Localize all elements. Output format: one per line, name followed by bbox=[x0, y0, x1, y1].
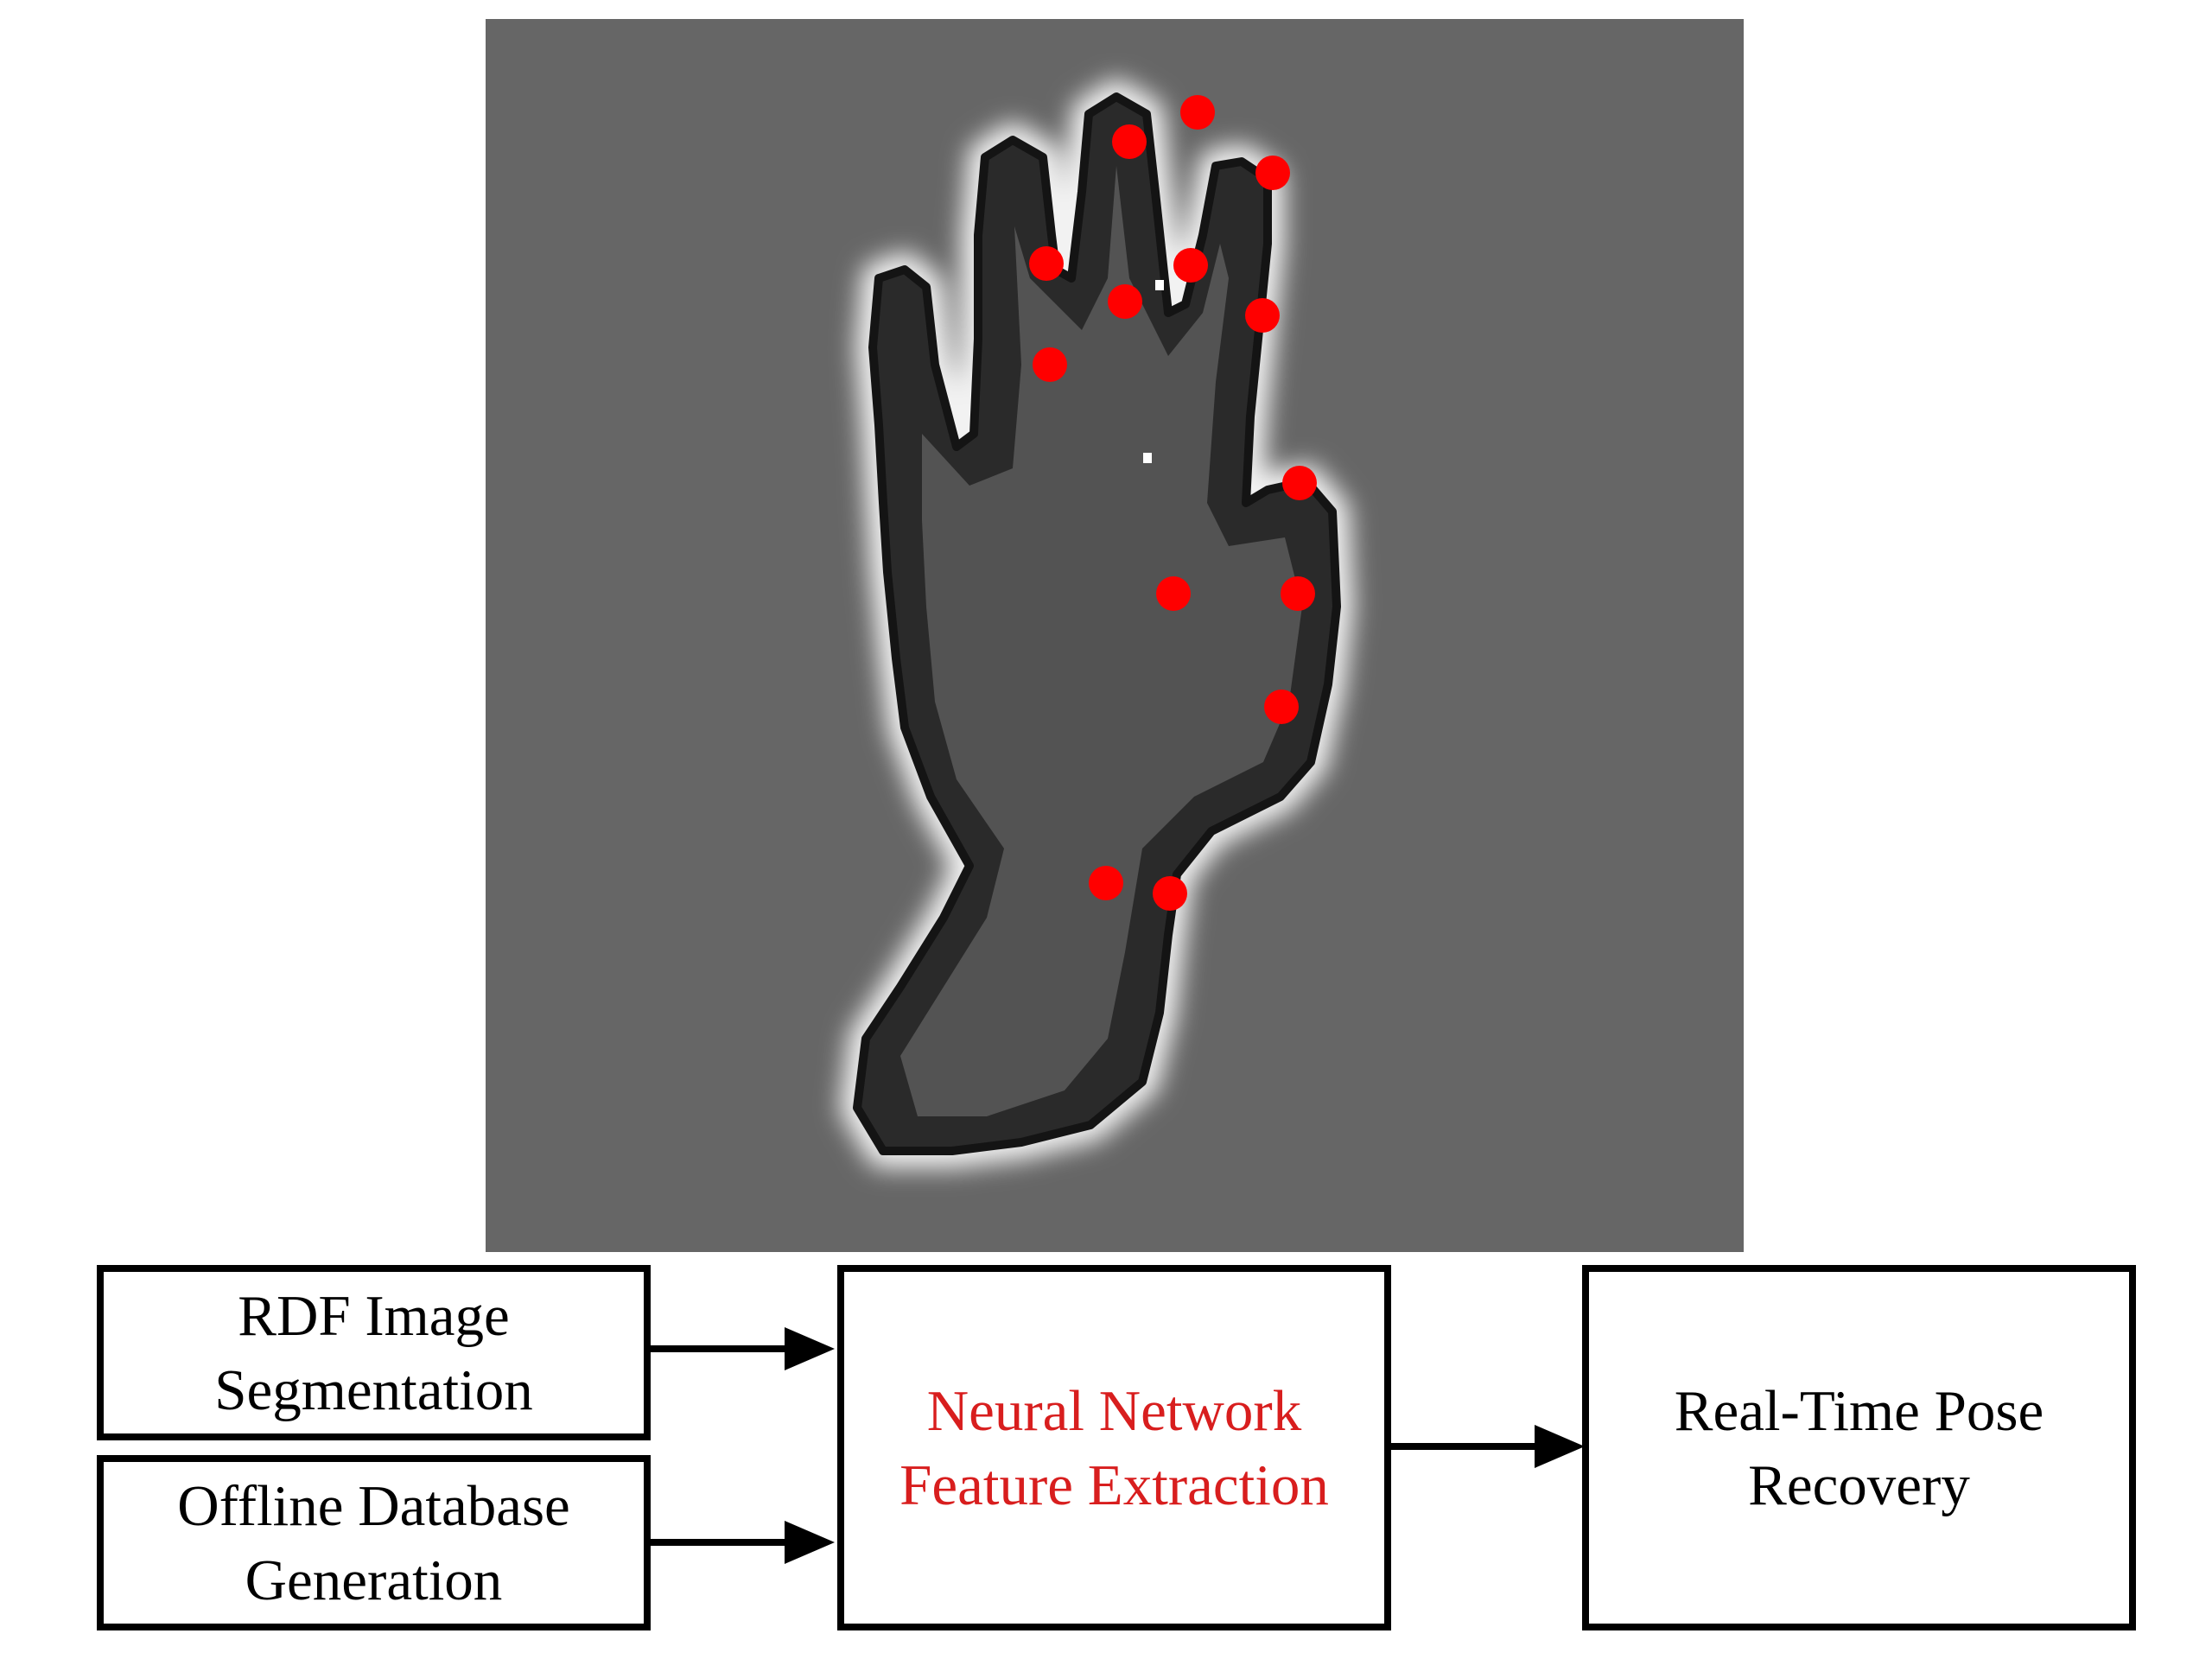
keypoint bbox=[1282, 466, 1317, 500]
keypoint bbox=[1089, 866, 1123, 900]
arrow-segmentation-to-features bbox=[646, 1327, 835, 1370]
database-box: Offline Database Generation bbox=[97, 1455, 651, 1630]
database-label: Offline Database Generation bbox=[177, 1473, 570, 1612]
noise-speck bbox=[1143, 453, 1152, 463]
hand-keypoints bbox=[1029, 95, 1317, 911]
pose-label: Real-Time Pose Recovery bbox=[1674, 1378, 2044, 1517]
keypoint bbox=[1255, 156, 1290, 190]
keypoint bbox=[1264, 690, 1299, 724]
keypoint bbox=[1033, 347, 1067, 382]
hand-depth-svg bbox=[840, 79, 1354, 1168]
segmentation-label: RDF Image Segmentation bbox=[214, 1283, 533, 1422]
keypoint bbox=[1180, 95, 1215, 130]
hand-depth-image bbox=[486, 19, 1744, 1252]
keypoint bbox=[1245, 298, 1280, 333]
keypoint bbox=[1108, 284, 1142, 319]
pose-box: Real-Time Pose Recovery bbox=[1582, 1265, 2136, 1630]
keypoint bbox=[1173, 248, 1208, 283]
arrow-features-to-pose bbox=[1387, 1425, 1585, 1468]
keypoint bbox=[1153, 876, 1187, 911]
hand-body bbox=[853, 92, 1341, 1155]
noise-speck bbox=[1155, 280, 1164, 290]
segmentation-box: RDF Image Segmentation bbox=[97, 1265, 651, 1440]
keypoint bbox=[1156, 576, 1191, 611]
features-label: Neural Network Feature Extraction bbox=[899, 1378, 1329, 1517]
keypoint bbox=[1112, 124, 1147, 159]
keypoint bbox=[1281, 576, 1315, 611]
features-box: Neural Network Feature Extraction bbox=[837, 1265, 1391, 1630]
keypoint bbox=[1029, 246, 1064, 281]
arrow-database-to-features bbox=[646, 1521, 835, 1564]
